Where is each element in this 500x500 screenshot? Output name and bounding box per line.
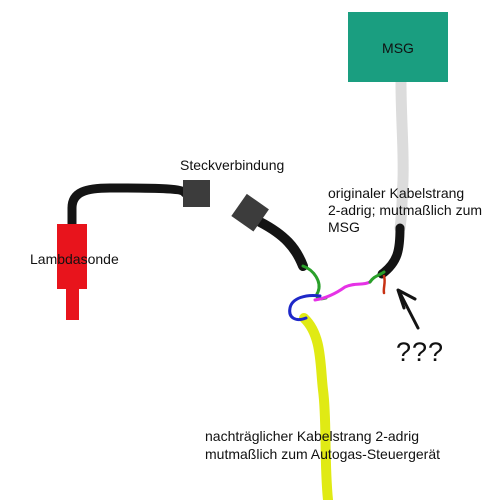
- original-harness-annotation: originaler Kabelstrang 2-adrig; mutmaßli…: [328, 185, 482, 236]
- original-harness-black-end: [377, 223, 405, 279]
- question-arrow-shaft: [398, 291, 420, 330]
- msg-box: [348, 12, 448, 82]
- added-harness-yellow-cable: [299, 313, 333, 500]
- question-arrow-head: [396, 288, 417, 310]
- original-harness-line-2: 2-adrig; mutmaßlich zum: [328, 202, 483, 218]
- added-harness-annotation: nachträglicher Kabelstrang 2-adrig mutma…: [205, 427, 440, 463]
- wire-green-original: [368, 270, 386, 284]
- unknown-marker: ???: [396, 337, 445, 367]
- lambda-sensor-tip: [66, 287, 79, 320]
- original-harness-line-1: originaler Kabelstrang: [328, 185, 465, 201]
- lambda-sensor-label: Lambdasonde: [30, 251, 119, 267]
- wire-blue: [288, 294, 322, 322]
- wire-red: [382, 274, 386, 295]
- added-harness-line-2: mutmaßlich zum Autogas-Steuergerät: [205, 446, 440, 462]
- connector-socket-right: [231, 193, 269, 232]
- added-harness-line-1: nachträglicher Kabelstrang 2-adrig: [205, 428, 420, 444]
- lambda-sensor-body: [57, 224, 87, 289]
- original-harness-gray-cable: [394, 76, 409, 234]
- sensor-cable: [67, 183, 190, 233]
- connector-plug-left: [183, 180, 210, 207]
- wire-magenta: [313, 280, 372, 302]
- original-harness-line-3: MSG: [328, 219, 360, 235]
- wire-green: [301, 264, 328, 301]
- socket-cable: [255, 217, 308, 271]
- connector-label: Steckverbindung: [180, 157, 285, 173]
- msg-label: MSG: [382, 40, 414, 56]
